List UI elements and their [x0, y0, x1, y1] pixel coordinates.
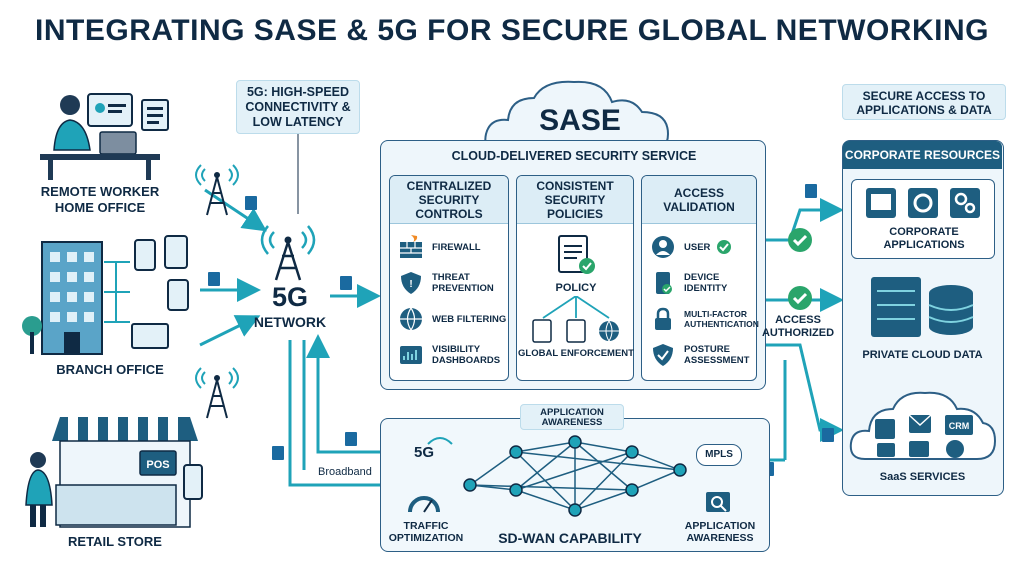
sase-subtitle: CLOUD-DELIVERED SECURITY SERVICE	[451, 149, 697, 163]
tower-icon	[195, 367, 239, 419]
secure-access-callout: SECURE ACCESS TO APPLICATIONS & DATA	[842, 84, 1006, 120]
web-filtering-label: WEB FILTERING	[432, 313, 507, 325]
network-label: NETWORK	[253, 314, 327, 330]
mfa-label: MULTI-FACTOR AUTHENTICATION	[684, 309, 759, 329]
page-title: INTEGRATING SASE & 5G FOR SECURE GLOBAL …	[35, 14, 989, 47]
device-identity-item: DEVICE IDENTITY	[650, 268, 756, 298]
private-cloud-label: PRIVATE CLOUD DATA	[862, 349, 983, 361]
sdwan-mesh-diagram	[463, 435, 687, 517]
remote-worker-illustration	[40, 93, 169, 180]
device-icon	[656, 272, 672, 294]
retail-store-illustration: POS	[25, 417, 203, 528]
visibility-dashboards-item: VISIBILITY DASHBOARDS	[398, 340, 508, 370]
device-identity-label: DEVICE IDENTITY	[684, 272, 728, 294]
server-database-icon	[871, 277, 974, 337]
sdwan-capability-label: SD-WAN CAPABILITY	[498, 530, 642, 546]
mpls-badge: MPLS	[696, 444, 742, 466]
saas-services-label: SaaS SERVICES	[879, 471, 966, 483]
5g-callout: 5G: HIGH-SPEED CONNECTIVITY & LOW LATENC…	[236, 80, 360, 134]
access-validation-card: ACCESS VALIDATION USER DEVICE IDENTITY M…	[641, 175, 759, 381]
user-label: USER	[684, 241, 711, 253]
check-icon	[717, 240, 732, 254]
policy-label: POLICY	[555, 282, 597, 294]
mfa-item: MULTI-FACTOR AUTHENTICATION	[650, 304, 759, 334]
arrow-retail-to-5g	[199, 315, 261, 347]
globe-icon	[400, 307, 422, 332]
web-filtering-item: WEB FILTERING	[398, 304, 506, 334]
centralized-controls-card: CENTRALIZED SECURITY CONTROLS FIREWALL !…	[389, 175, 509, 381]
sdwan-5g-label: 5G	[413, 444, 434, 461]
tower-icon	[195, 164, 239, 216]
broadband-label: Broadband	[318, 466, 372, 478]
branch-office-illustration	[22, 235, 189, 355]
crm-label: CRM	[949, 421, 970, 431]
corporate-resources-panel: CORPORATE RESOURCES CORPORATE APPLICATIO…	[842, 140, 1004, 496]
app-awareness-bottom-label: APPLICATION AWARENESS	[684, 520, 756, 544]
user-item: USER	[650, 232, 732, 262]
threat-prevention-label: THREAT PREVENTION	[432, 272, 494, 294]
sase-title: SASE	[539, 104, 621, 137]
visibility-dashboards-label: VISIBILITY DASHBOARDS	[432, 344, 501, 366]
branch-office-label: BRANCH OFFICE	[56, 362, 164, 377]
corporate-apps-label: CORPORATE APPLICATIONS	[883, 226, 965, 251]
consistent-policies-card: CONSISTENT SECURITY POLICIES POLICY GLOB…	[516, 175, 634, 381]
policy-distribution-icons	[532, 296, 619, 343]
5g-tower-icon	[260, 225, 316, 281]
callout-leader-line	[297, 134, 299, 214]
dashboard-icon	[400, 346, 422, 364]
cloud-icon	[484, 80, 670, 153]
check-icon	[788, 286, 812, 310]
retail-store-label: RETAIL STORE	[68, 534, 162, 549]
app-awareness-icon	[706, 492, 730, 512]
corporate-resources-head: CORPORATE RESOURCES	[843, 141, 1002, 169]
firewall-label: FIREWALL	[432, 241, 481, 253]
app-icons	[866, 188, 980, 218]
corporate-apps-card: CORPORATE APPLICATIONS	[851, 179, 995, 259]
gauge-icon	[408, 496, 440, 513]
arrow-sase-to-apps	[752, 198, 844, 242]
posture-assessment-label: POSTURE ASSESSMENT	[684, 344, 750, 366]
shield-icon: !	[401, 272, 421, 294]
threat-prevention-item: ! THREAT PREVENTION	[398, 268, 508, 298]
arrow-remote-to-5g	[204, 188, 267, 232]
app-awareness-top-label: APPLICATION AWARENESS	[520, 404, 624, 430]
global-enforcement-label: GLOBAL ENFORCEMENT	[518, 348, 634, 359]
wifi-icon	[427, 437, 453, 445]
sase-panel: CLOUD-DELIVERED SECURITY SERVICE CENTRAL…	[380, 140, 766, 390]
traffic-optimization-label: TRAFFIC OPTIMIZATION	[388, 520, 464, 544]
shield-check-icon	[653, 344, 673, 366]
access-validation-head: ACCESS VALIDATION	[642, 176, 756, 224]
5g-big-label: 5G	[271, 282, 309, 312]
firewall-icon	[400, 235, 422, 258]
user-icon	[652, 236, 674, 258]
consistent-policies-head: CONSISTENT SECURITY POLICIES	[517, 176, 633, 224]
remote-worker-label: REMOTE WORKER HOME OFFICE	[40, 184, 160, 215]
saas-cloud-icon: CRM	[849, 391, 997, 460]
lock-icon	[655, 307, 671, 330]
posture-assessment-item: POSTURE ASSESSMENT	[650, 340, 756, 370]
policy-document-icon	[558, 235, 595, 274]
firewall-item: FIREWALL	[398, 232, 481, 262]
check-icon	[788, 228, 812, 252]
access-authorized-label: ACCESS AUTHORIZED	[761, 314, 835, 339]
centralized-controls-head: CENTRALIZED SECURITY CONTROLS	[390, 176, 508, 224]
svg-text:!: !	[409, 279, 412, 290]
pos-label: POS	[146, 459, 169, 471]
